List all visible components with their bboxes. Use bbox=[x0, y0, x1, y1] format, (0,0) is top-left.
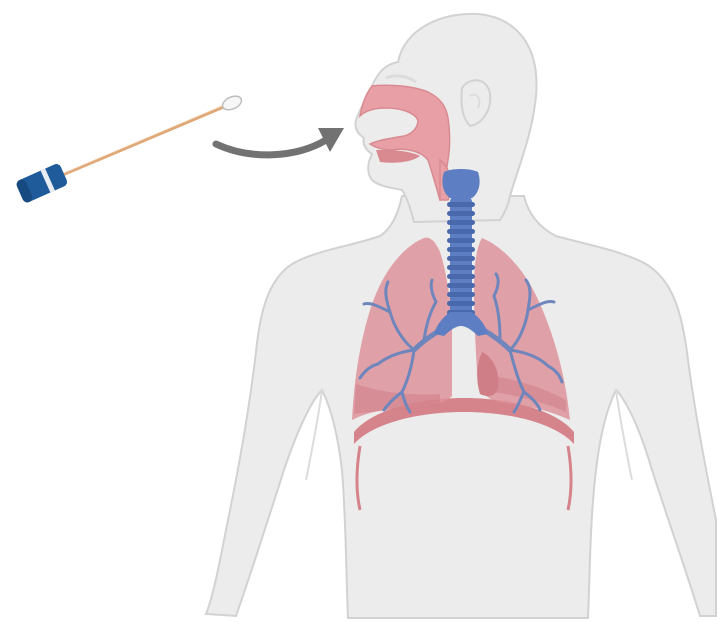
swab-stick-highlight bbox=[62, 105, 224, 174]
trachea-ring bbox=[447, 229, 475, 234]
trachea-ring bbox=[447, 202, 475, 207]
swab-icon bbox=[15, 93, 244, 203]
swab-cap bbox=[15, 162, 69, 203]
trachea-ring bbox=[447, 238, 475, 243]
trachea-ring bbox=[447, 247, 475, 252]
larynx bbox=[442, 169, 479, 198]
swab-tip bbox=[220, 93, 243, 112]
trachea-ring bbox=[447, 256, 475, 261]
swab-stick bbox=[60, 106, 226, 176]
trachea-ring bbox=[447, 283, 475, 288]
arrow-curve bbox=[216, 140, 326, 155]
trachea-ring bbox=[447, 220, 475, 225]
trachea-ring bbox=[447, 211, 475, 216]
trachea-ring bbox=[447, 292, 475, 297]
arrow-icon bbox=[216, 128, 344, 155]
trachea-ring bbox=[447, 265, 475, 270]
trachea-ring bbox=[447, 301, 475, 306]
trachea-ring bbox=[447, 274, 475, 279]
